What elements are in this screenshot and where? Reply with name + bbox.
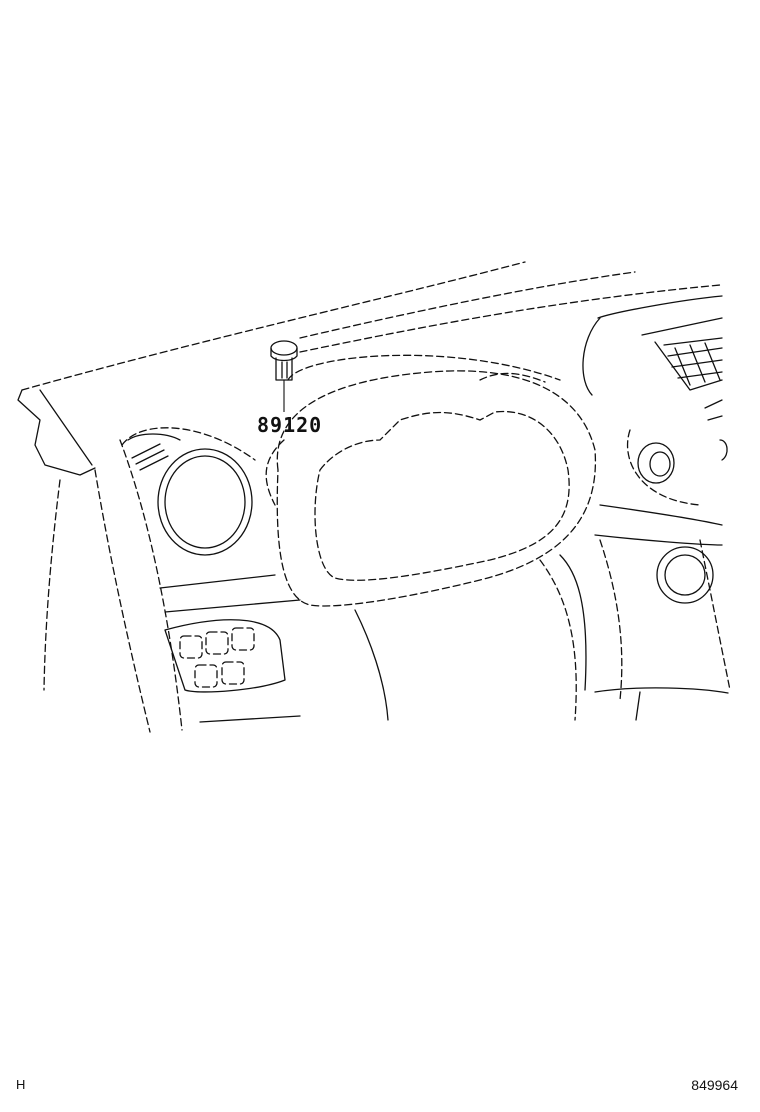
left-dash-side <box>43 439 623 733</box>
clip-89120 <box>265 340 298 506</box>
dashboard-top-outline <box>17 261 721 476</box>
illustration-number: 849964 <box>691 1077 738 1093</box>
cluster-hood <box>276 354 597 607</box>
footer-left-code: H <box>16 1077 26 1092</box>
part-callout-89120: 89120 <box>257 413 323 437</box>
lower-switch-panel <box>159 554 729 723</box>
left-air-vent <box>121 427 256 556</box>
center-console-right <box>582 295 731 691</box>
